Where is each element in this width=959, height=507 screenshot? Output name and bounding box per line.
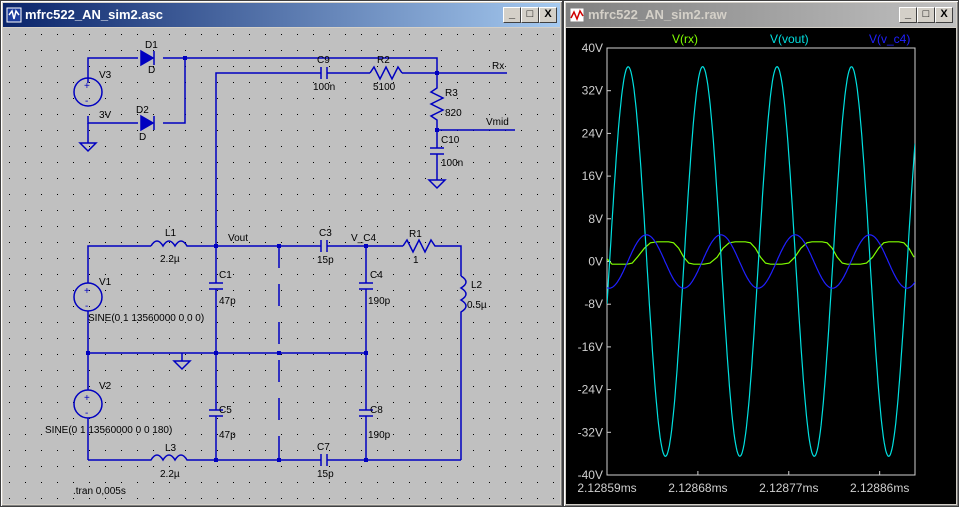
D2-value: D [139,132,146,143]
plot-window[interactable]: mfrc522_AN_sim2.raw _ □ X V(rx)V(vout)V(… [563,0,959,507]
svg-text:-: - [85,301,88,312]
waveform-plot[interactable]: V(rx) V(vout) V(v_c4) 40V 32V 24V 16V 8V 0V -8V -… [566,28,956,504]
x-tick-label: 2.12886ms [850,481,909,495]
trace-vvout[interactable] [607,66,915,457]
vmid-net-label: Vmid [486,117,509,128]
V2-value: SINE(0 1 13560000 0 0 180) [45,425,172,436]
component-labels: D1 D V3 3V D2 D C9 100n R2 5100 R3 820 C… [45,40,509,497]
C1-label: C1 [219,270,232,281]
R2-label: R2 [377,55,390,66]
schematic-window-title: mfrc522_AN_sim2.asc [25,7,164,22]
V3-label: V3 [99,70,112,81]
L1-value: 2.2µ [160,254,180,265]
C4-label: C4 [370,270,383,281]
L2-value: 0.5µ [467,300,487,311]
L2-label: L2 [471,280,483,291]
R3-value: 820 [445,108,462,119]
y-tick-label: 24V [582,126,603,140]
C7-label: C7 [317,442,330,453]
V3-value: 3V [99,110,112,121]
plot-minimize-button[interactable]: _ [899,7,917,23]
trace-vv_c4[interactable] [607,234,915,289]
R1-value: 1 [413,255,419,266]
trace-vrx[interactable] [607,241,915,265]
y-tick-label: 0V [588,255,603,269]
legend-entry[interactable]: V(rx) [672,32,698,46]
C8-value: 190p [368,430,391,441]
svg-text:-: - [85,408,88,419]
waveform-app-icon [569,7,585,23]
V1-value: SINE(0 1 13560000 0 0 0) [88,313,204,324]
L1-label: L1 [165,228,177,239]
y-tick-label: -40V [578,468,603,482]
plot-window-title: mfrc522_AN_sim2.raw [588,7,727,22]
svg-text:+: + [84,286,90,297]
svg-text:+: + [84,81,90,92]
vc4-net-label: V_C4 [351,233,376,244]
C5-value: 47p [219,430,236,441]
V1-label: V1 [99,277,112,288]
maximize-button[interactable]: □ [521,7,539,23]
C8-label: C8 [370,405,383,416]
x-tick-label: 2.12877ms [759,481,818,495]
y-tick-label: 8V [588,212,603,226]
rx-net-label: Rx [492,61,504,72]
svg-text:+: + [84,393,90,404]
plot-close-button[interactable]: X [935,7,953,23]
y-tick-label: 32V [582,84,603,98]
y-tick-label: 16V [582,169,603,183]
legend-entry[interactable]: V(vout) [770,32,809,46]
svg-text:-: - [85,96,88,107]
R2-value: 5100 [373,82,396,93]
C10-label: C10 [441,135,460,146]
V2-label: V2 [99,381,112,392]
R3-label: R3 [445,88,458,99]
C9-label: C9 [317,55,330,66]
C4-value: 190p [368,296,391,307]
y-tick-label: -24V [578,383,603,397]
x-tick-label: 2.12868ms [668,481,727,495]
plot-maximize-button[interactable]: □ [917,7,935,23]
schematic-canvas-area[interactable]: +- +- +- D1 [3,28,560,504]
minimize-button[interactable]: _ [503,7,521,23]
y-tick-label: -32V [578,425,603,439]
L3-value: 2.2µ [160,469,180,480]
y-tick-label: -8V [584,297,603,311]
plot-canvas-area[interactable]: V(rx) V(vout) V(v_c4) 40V 32V 24V 16V 8V 0V -8V -… [566,28,956,504]
schematic-title-bar[interactable]: mfrc522_AN_sim2.asc _ □ X [3,3,560,27]
schematic-canvas[interactable]: +- +- +- D1 [3,28,560,504]
schematic-window[interactable]: mfrc522_AN_sim2.asc _ □ X [0,0,563,507]
C1-value: 47p [219,296,236,307]
tran-directive: .tran 0,005s [73,486,126,497]
L3-label: L3 [165,443,177,454]
y-tick-label: 40V [582,41,603,55]
y-tick-label: -16V [578,340,603,354]
C5-label: C5 [219,405,232,416]
legend-entry[interactable]: V(v_c4) [869,32,910,46]
R1-label: R1 [409,229,422,240]
D1-label: D1 [145,40,158,51]
x-tick-label: 2.12859ms [577,481,636,495]
C10-value: 100n [441,158,463,169]
D1-value: D [148,65,155,76]
C3-label: C3 [319,228,332,239]
schematic-app-icon [6,7,22,23]
C9-value: 100n [313,82,335,93]
C3-value: 15p [317,255,334,266]
D2-label: D2 [136,105,149,116]
plot-title-bar[interactable]: mfrc522_AN_sim2.raw _ □ X [566,3,956,27]
C7-value: 15p [317,469,334,480]
close-button[interactable]: X [539,7,557,23]
vout-net-label: Vout [228,233,248,244]
